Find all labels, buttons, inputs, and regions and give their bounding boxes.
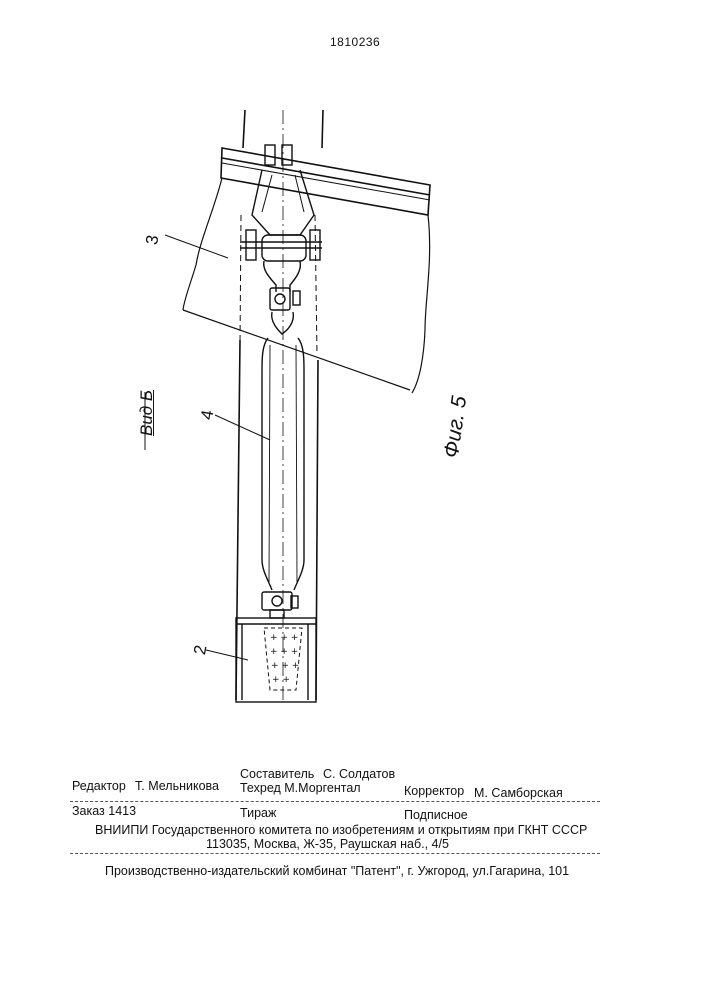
vertical-rail — [236, 110, 323, 700]
svg-text:+ + +: + + + — [270, 647, 298, 657]
editor-name: Т. Мельникова — [135, 779, 219, 793]
publisher: Производственно-издательский комбинат "П… — [105, 864, 569, 878]
svg-text:+ +: + + — [272, 675, 290, 685]
divider-bottom — [70, 853, 600, 854]
address: 113035, Москва, Ж-35, Раушская наб., 4/5 — [206, 837, 449, 851]
compiler-role: Составитель — [240, 767, 314, 781]
view-label: Вид Б — [137, 390, 157, 436]
subscription: Подписное — [404, 808, 468, 822]
compiler-name: С. Солдатов — [323, 767, 395, 781]
lower-joint — [262, 592, 298, 618]
corrector-role: Корректор — [404, 784, 464, 798]
divider-top — [70, 801, 600, 802]
editor-role: Редактор — [72, 779, 126, 793]
leader-lines — [145, 235, 270, 660]
svg-text:+ + +: + + + — [271, 661, 299, 671]
techred: Техред М.Моргентал — [240, 781, 361, 795]
print-run: Тираж — [240, 806, 276, 820]
beam-3 — [183, 148, 430, 393]
corrector-name: М. Самборская — [474, 786, 563, 800]
organization: ВНИИПИ Государственного комитета по изоб… — [95, 823, 587, 837]
order-number: Заказ 1413 — [72, 804, 136, 818]
svg-text:+ + +: + + + — [270, 633, 298, 643]
